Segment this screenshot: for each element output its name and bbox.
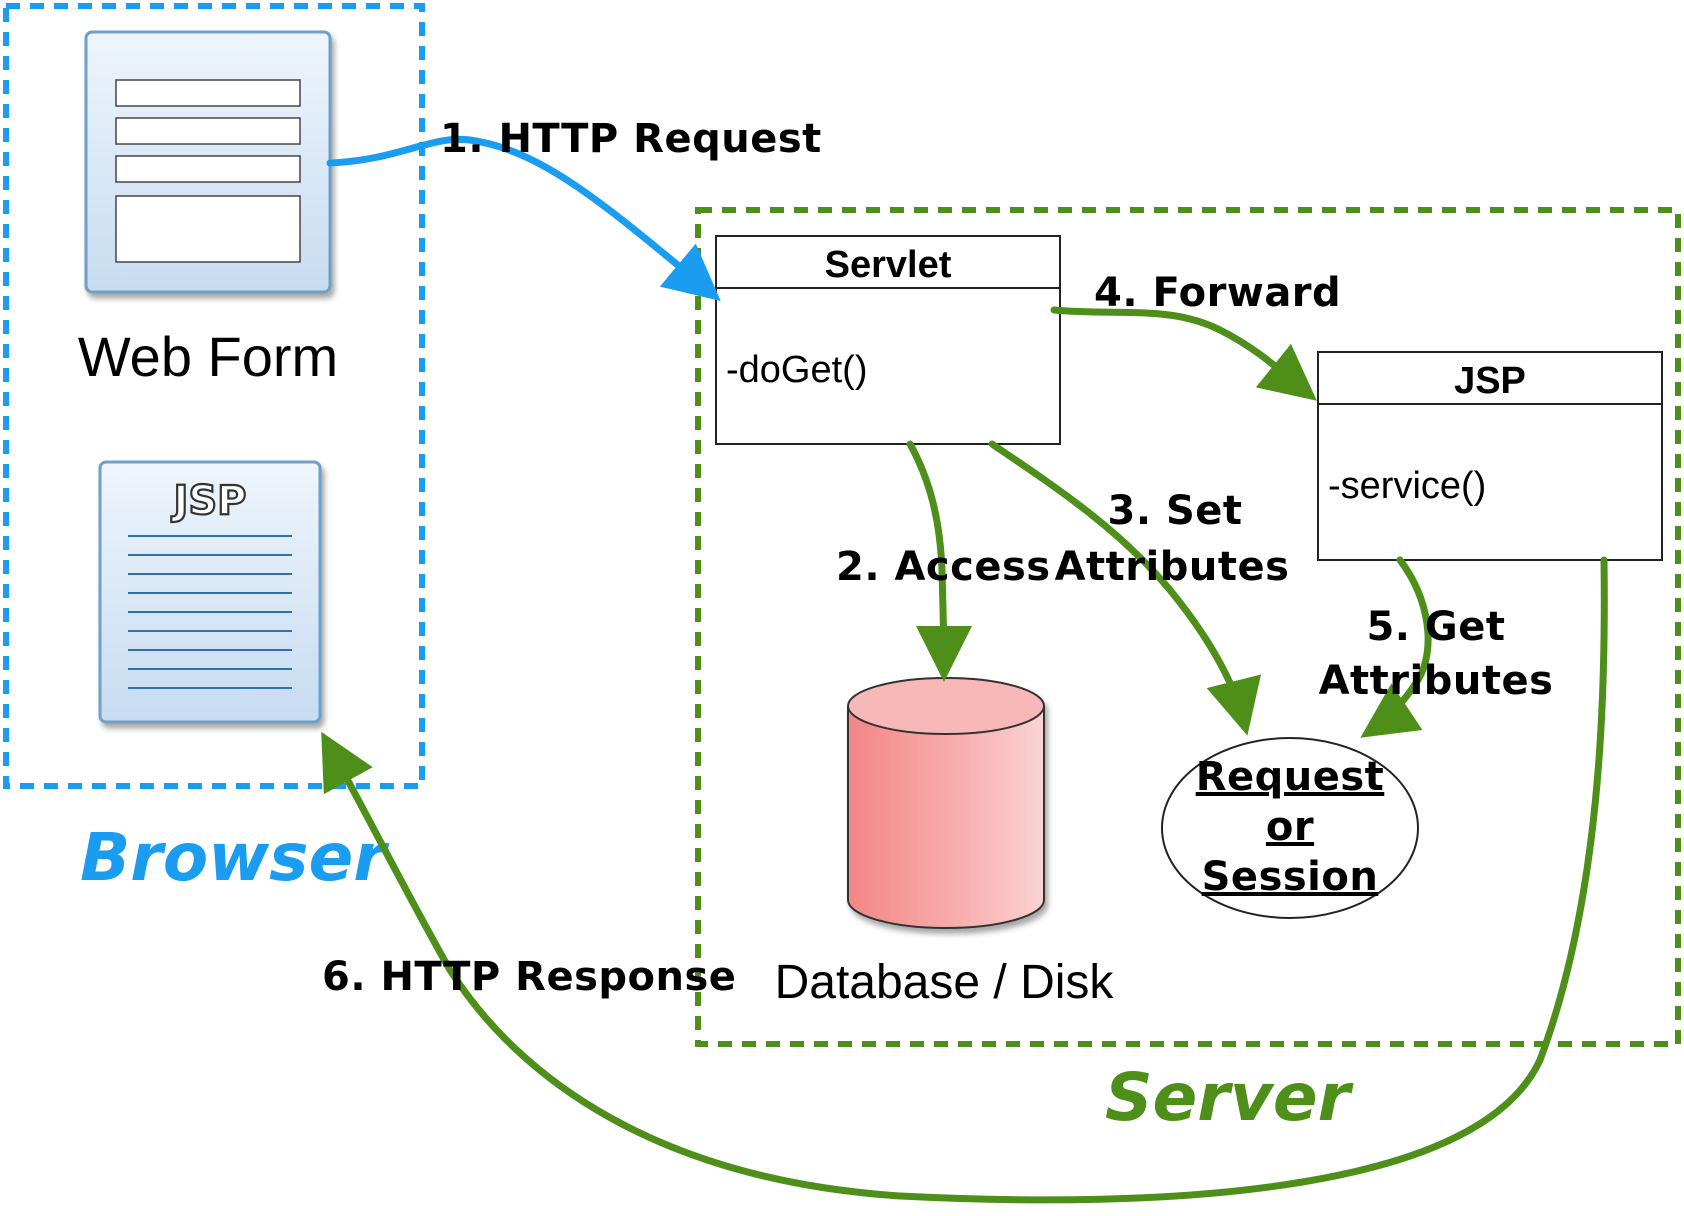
jsp-document-icon (98, 460, 322, 724)
database-icon (847, 677, 1045, 929)
jsp-class-method: -service() (1328, 465, 1486, 507)
database-label: Database / Disk (775, 956, 1115, 1009)
browser-label: Browser (80, 819, 389, 896)
http-response-label: 6. HTTP Response (322, 954, 736, 1000)
http-request-label: 1. HTTP Request (440, 116, 822, 162)
scope-ellipse (1161, 737, 1419, 919)
http-response-arrow (321, 556, 1608, 1204)
servlet-title: Servlet (825, 244, 952, 286)
jsp-class-title: JSP (1454, 360, 1526, 402)
forward-arrow (1050, 306, 1317, 401)
jsp-document-label: JSP (170, 478, 246, 524)
servlet-method: -doGet() (726, 349, 867, 391)
get-attributes-arrow (1360, 556, 1432, 738)
forward-label: 4. Forward (1094, 270, 1341, 316)
access-label: 2. Access (836, 544, 1051, 590)
set-attributes-label-1: 3. Set (1107, 488, 1242, 534)
get-attributes-label-1: 5. Get (1366, 604, 1505, 650)
set-attributes-label-2: Attributes (1055, 544, 1290, 590)
servlet-box (715, 235, 1061, 445)
web-form-icon (84, 30, 332, 294)
web-form-label: Web Form (78, 325, 338, 388)
scope-line2: or (1266, 804, 1314, 850)
server-region (695, 207, 1681, 1047)
server-label: Server (1105, 1059, 1354, 1136)
browser-region (3, 3, 425, 789)
http-request-arrow (326, 135, 721, 301)
get-attributes-label-2: Attributes (1319, 658, 1554, 704)
scope-line3: Session (1202, 854, 1379, 900)
set-attributes-arrow (988, 440, 1261, 736)
access-arrow (906, 440, 972, 682)
scope-line1: Request (1196, 754, 1385, 800)
jsp-class-box (1317, 351, 1663, 561)
